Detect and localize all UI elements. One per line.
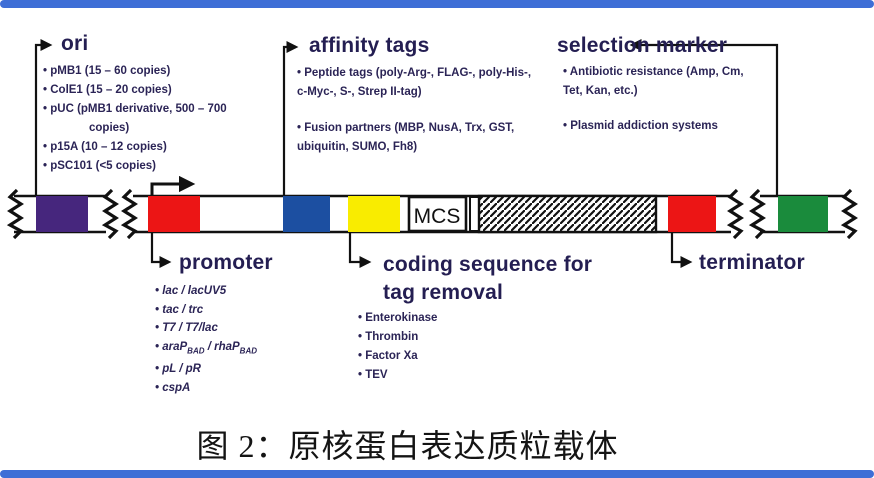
coding-sequence-item: Thrombin	[358, 328, 538, 347]
coding-sequence-heading-line1: coding sequence for	[383, 253, 593, 276]
ori-item: pSC101 (<5 copies)	[43, 157, 258, 176]
promoter-item: T7 / T7/lac	[155, 319, 330, 338]
plasmid-segments: MCS	[36, 194, 828, 234]
selection-marker-connector	[629, 38, 779, 195]
ori-segment	[36, 196, 88, 232]
promoter-item-arabad: araPBAD / rhaPBAD	[155, 338, 330, 361]
top-edge-bar	[0, 0, 874, 8]
protease-site-segment	[348, 196, 400, 232]
coding-sequence-connector	[348, 233, 372, 269]
affinity-tags-item: Fusion partners (MBP, NusA, Trx, GST, ub…	[297, 119, 535, 157]
ori-item: p15A (10 – 12 copies)	[43, 138, 258, 157]
terminator-heading: terminator	[699, 251, 805, 274]
promoter-heading: promoter	[179, 251, 273, 274]
affinity-tags-item: Peptide tags (poly-Arg-, FLAG-, poly-His…	[297, 64, 535, 102]
coding-sequence-item: Enterokinase	[358, 309, 538, 328]
coding-sequence-heading: coding sequence for tag removal	[383, 251, 592, 307]
mcs-box	[407, 195, 468, 233]
promoter-item: lac / lacUV5	[155, 282, 330, 301]
gene-insert-hatched-segment	[477, 194, 658, 234]
selection-marker-item: Plasmid addiction systems	[563, 117, 759, 136]
ori-connector	[34, 38, 53, 195]
selection-marker-heading: selection marker	[557, 34, 728, 57]
coding-sequence-item: TEV	[358, 366, 538, 385]
selection-marker-list: Antibiotic resistance (Amp, Cm, Tet, Kan…	[563, 63, 759, 136]
affinity-tag-segment	[283, 196, 330, 232]
figure-caption: 图 2：原核蛋白表达质粒载体	[196, 428, 619, 464]
ori-heading: ori	[61, 32, 89, 55]
ori-item: pUC (pMB1 derivative, 500 – 700 copies)	[43, 100, 258, 138]
affinity-tags-connector	[282, 40, 299, 195]
ori-item: ColE1 (15 – 20 copies)	[43, 81, 258, 100]
selection-marker-item: Antibiotic resistance (Amp, Cm, Tet, Kan…	[563, 63, 759, 101]
transcription-start-arrow-icon	[150, 175, 196, 196]
ori-item: pMB1 (15 – 60 copies)	[43, 62, 258, 81]
bottom-edge-bar	[0, 470, 874, 478]
mcs-label: MCS	[414, 205, 461, 228]
coding-sequence-item: Factor Xa	[358, 347, 538, 366]
coding-sequence-list: Enterokinase Thrombin Factor Xa TEV	[358, 309, 538, 385]
promoter-segment	[148, 196, 200, 232]
affinity-tags-list: Peptide tags (poly-Arg-, FLAG-, poly-His…	[297, 64, 535, 157]
backbone-break-zigzags	[6, 188, 858, 240]
connector-lines	[34, 38, 779, 269]
terminator-segment	[668, 196, 716, 232]
promoter-item: tac / trc	[155, 301, 330, 320]
coding-sequence-heading-line2: tag removal	[383, 281, 504, 304]
selection-marker-segment	[778, 196, 828, 232]
promoter-item: pL / pR	[155, 360, 330, 379]
promoter-list: lac / lacUV5 tac / trc T7 / T7/lac araPB…	[155, 282, 330, 397]
promoter-item: cspA	[155, 379, 330, 398]
spacer-segment	[469, 196, 480, 232]
promoter-connector	[150, 233, 172, 269]
affinity-tags-heading: affinity tags	[309, 34, 430, 57]
terminator-connector	[670, 233, 693, 269]
ori-list: pMB1 (15 – 60 copies) ColE1 (15 – 20 cop…	[43, 62, 258, 176]
